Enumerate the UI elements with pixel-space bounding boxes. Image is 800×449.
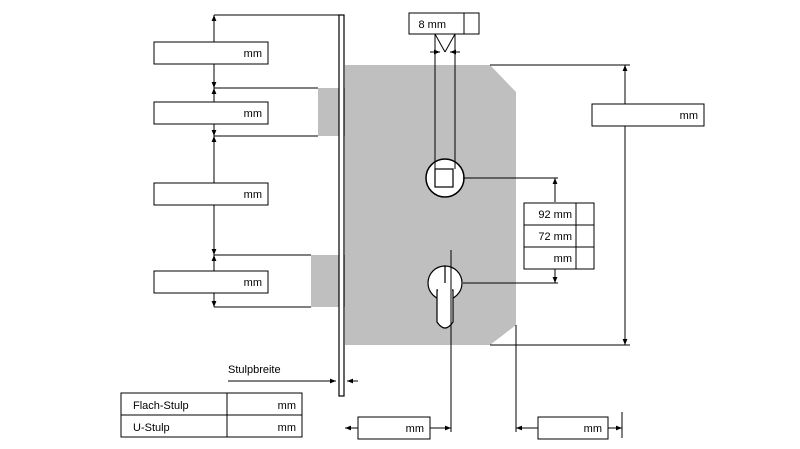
lock-case — [345, 65, 516, 345]
distance-dimension — [463, 177, 558, 284]
unit-label: mm — [244, 108, 262, 120]
faceplate — [338, 14, 345, 397]
u-faceplate-label: U-Stulp — [133, 422, 170, 434]
unit-label: mm — [406, 423, 424, 435]
bolt-mid-box[interactable]: mm — [153, 182, 269, 206]
unit-label: mm — [278, 400, 296, 412]
faceplate-width-dimension: Stulpbreite — [228, 364, 358, 384]
bolt-top-1-box[interactable]: mm — [153, 41, 269, 65]
faceplate-type-table: Flach-Stulp U-Stulp mm mm — [120, 392, 303, 438]
distance-92-label: 92 mm — [538, 209, 572, 221]
distance-72-label: 72 mm — [538, 231, 572, 243]
distance-custom-option[interactable] — [575, 246, 595, 270]
spindle-width-box: 8 mm — [408, 12, 480, 35]
distance-92-option[interactable] — [575, 202, 595, 226]
spindle-width-dimension — [430, 33, 460, 169]
unit-label: mm — [244, 48, 262, 60]
unit-label: mm — [680, 110, 698, 122]
spindle-nut — [425, 158, 465, 198]
u-faceplate-input[interactable] — [228, 416, 301, 436]
flat-faceplate-label: Flach-Stulp — [133, 400, 189, 412]
unit-label: mm — [278, 422, 296, 434]
case-depth-box[interactable]: mm — [537, 416, 609, 440]
flat-faceplate-input[interactable] — [228, 394, 301, 414]
bolt-top-2-box[interactable]: mm — [153, 101, 269, 125]
unit-label: mm — [244, 189, 262, 201]
cylinder-slot — [436, 289, 454, 329]
distance-72-option[interactable] — [575, 224, 595, 248]
bottom-dimensions — [345, 250, 623, 438]
unit-label: mm — [244, 277, 262, 289]
spindle-width-label: 8 mm — [419, 19, 447, 31]
backset-box[interactable]: mm — [357, 416, 431, 440]
bolt-bottom-box[interactable]: mm — [153, 270, 269, 294]
distance-options: 92 mm 72 mm mm — [523, 202, 595, 270]
unit-label: mm — [584, 423, 602, 435]
case-height-box[interactable]: mm — [591, 103, 705, 127]
distance-custom-unit: mm — [554, 253, 572, 265]
faceplate-width-label: Stulpbreite — [228, 364, 281, 376]
